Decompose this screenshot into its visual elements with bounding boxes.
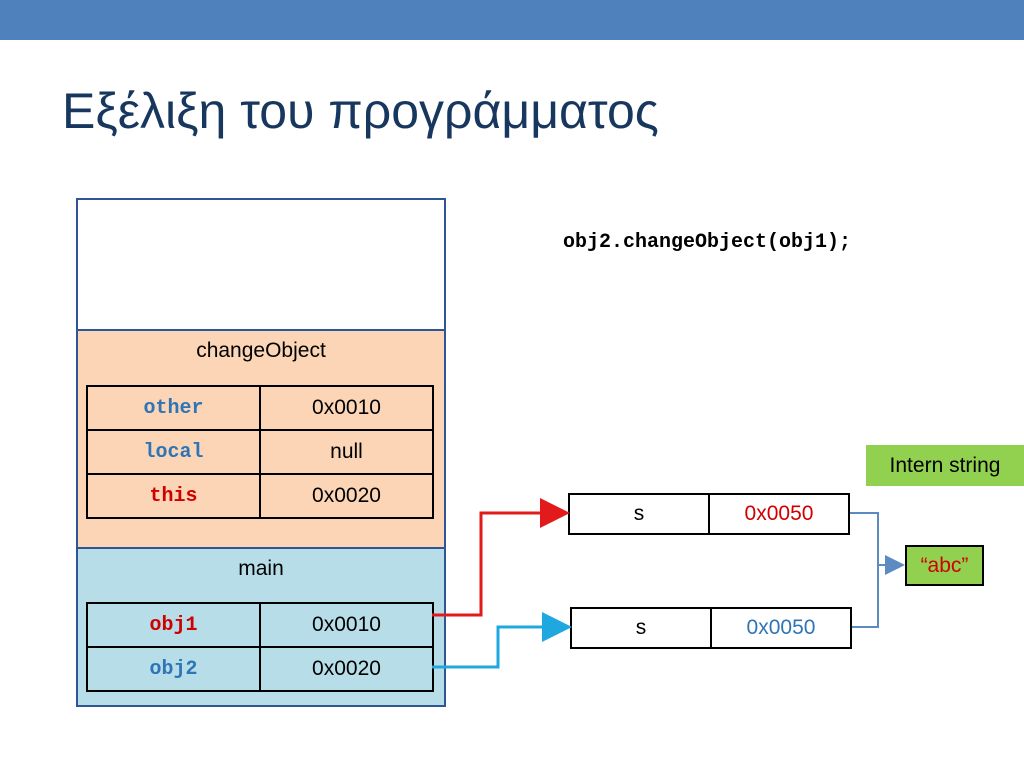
var-value-other: 0x0010 [259,385,434,431]
table-row: obj1 0x0010 [86,602,434,648]
arrow-object1-to-string [850,512,905,575]
var-name-obj1: obj1 [86,602,261,648]
heap-object-2-value: 0x0050 [710,607,852,649]
var-name-obj2: obj2 [86,646,261,692]
heap-object-2: s 0x0050 [570,607,852,649]
var-value-obj2: 0x0020 [259,646,434,692]
slide-title: Εξέλιξη του προγράμματος [62,83,659,139]
var-value-obj1: 0x0010 [259,602,434,648]
string-literal-abc: “abc” [905,545,984,586]
changeObject-vars-table: other 0x0010 local null this 0x0020 [86,385,434,519]
main-vars-table: obj1 0x0010 obj2 0x0020 [86,602,434,692]
heap-object-2-field: s [570,607,712,649]
var-value-local: null [259,429,434,475]
var-name-local: local [86,429,261,475]
table-row: this 0x0020 [86,473,434,519]
heap-object-1-field: s [568,493,710,535]
heap-object-1: s 0x0050 [568,493,850,535]
arrow-object2-to-string [852,565,879,628]
frame-label-main: main [238,557,284,580]
method-call-code: obj2.changeObject(obj1); [563,231,852,254]
var-value-this: 0x0020 [259,473,434,519]
arrow-obj1-to-object1 [432,498,570,617]
var-name-this: this [86,473,261,519]
frame-label-changeObject: changeObject [196,339,326,362]
arrow-obj2-to-object2 [432,612,572,669]
table-row: obj2 0x0020 [86,646,434,692]
table-row: s 0x0050 [570,607,852,649]
var-name-other: other [86,385,261,431]
frame-changeObject: changeObject other 0x0010 local null thi… [78,329,444,547]
call-stack: changeObject other 0x0010 local null thi… [76,198,446,707]
top-bar [0,0,1024,40]
table-row: other 0x0010 [86,385,434,431]
table-row: local null [86,429,434,475]
frame-main: main obj1 0x0010 obj2 0x0020 [78,547,444,705]
table-row: s 0x0050 [568,493,850,535]
intern-string-label: Intern string [866,445,1024,486]
heap-object-1-value: 0x0050 [708,493,850,535]
